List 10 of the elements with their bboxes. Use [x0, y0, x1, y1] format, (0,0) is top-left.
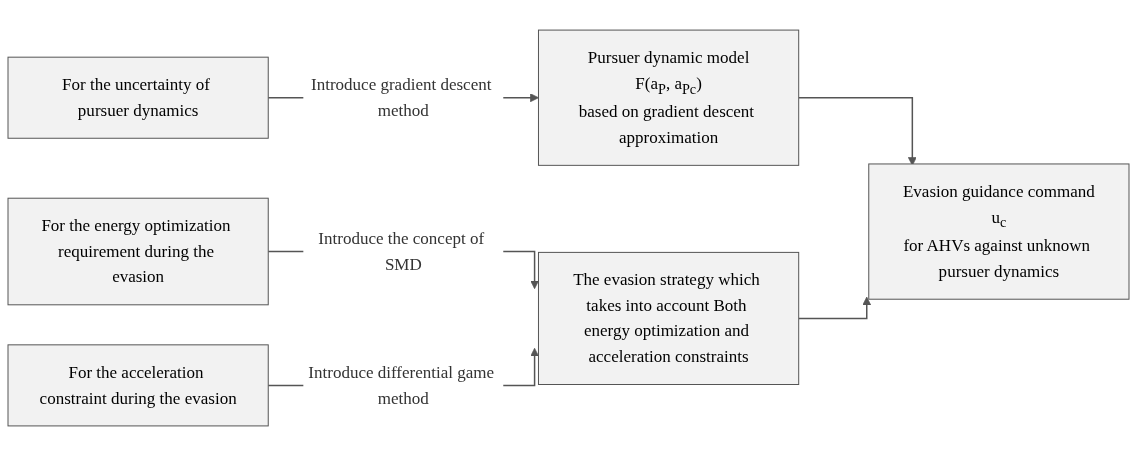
edge-label: Introduce differential game method — [308, 362, 495, 408]
node-box: For the energy optimization requirement during the evasion — [7, 197, 269, 306]
arrow — [797, 296, 872, 320]
node-box: The evasion strategy which takes into account Both energy optimization and acceleration constraints — [537, 251, 800, 385]
edge-label: Introduce the concept of SMD — [318, 228, 485, 274]
node-box: For the uncertainty of pursuer dynamics — [7, 56, 269, 139]
edge-label: Introduce gradient descent method — [310, 75, 492, 120]
node-box: Evasion guidance command u$_{c}$ for AHVs against unknown pursuer dynamics — [868, 163, 1130, 300]
node-box: Pursuer dynamic model F(a$_{P}$, a$_{Pc}$) based on gradient descent approximation — [537, 29, 800, 166]
node-box: For the acceleration constraint during the evasion — [7, 344, 269, 427]
